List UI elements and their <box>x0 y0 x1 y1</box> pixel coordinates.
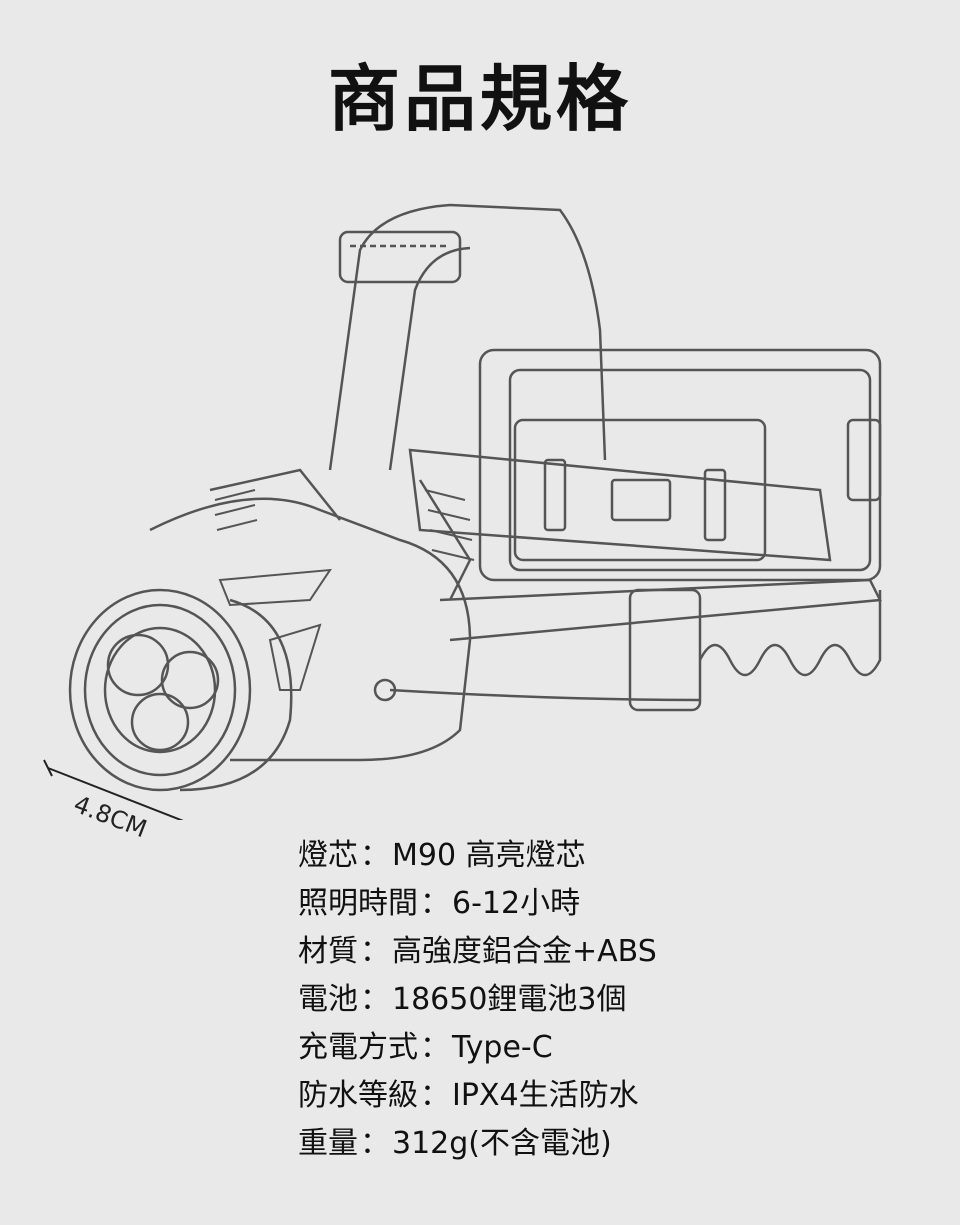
spec-value: 高強度鋁合金+ABS <box>392 934 657 969</box>
led-2 <box>160 650 220 710</box>
headlamp-illustration <box>43 203 882 820</box>
spec-value: 312g(不含電池) <box>392 1126 612 1161</box>
spec-row-waterproof: 防水等級：IPX4生活防水 <box>298 1078 639 1113</box>
rear-buckle <box>628 588 702 712</box>
spec-label: 燈芯 <box>298 838 358 873</box>
spec-row-runtime: 照明時間：6-12小時 <box>298 886 581 921</box>
spec-row-battery: 電池：18650鋰電池3個 <box>298 982 627 1017</box>
dimension-line <box>47 767 184 820</box>
spec-row-led: 燈芯：M90 高亮燈芯 <box>298 838 586 873</box>
led-1 <box>106 633 170 697</box>
spec-row-weight: 重量：312g(不含電池) <box>298 1126 612 1161</box>
spec-row-material: 材質：高強度鋁合金+ABS <box>298 934 657 969</box>
lens-ring <box>68 588 252 792</box>
spec-label: 防水等級 <box>298 1078 418 1113</box>
strap-buckle <box>338 230 462 284</box>
spec-value: Type-C <box>452 1030 553 1065</box>
spec-label: 充電方式 <box>298 1030 418 1065</box>
spec-row-charging: 充電方式：Type-C <box>298 1030 553 1065</box>
spec-label: 材質 <box>298 934 358 969</box>
spec-value: 6-12小時 <box>452 886 581 921</box>
page-title: 商品規格 <box>327 57 632 141</box>
spec-list: 燈芯：M90 高亮燈芯 照明時間：6-12小時 材質：高強度鋁合金+ABS 電池… <box>298 832 657 1168</box>
spec-label: 照明時間 <box>298 886 418 921</box>
charging-port <box>846 418 882 502</box>
battery-box <box>478 348 882 582</box>
spec-value: M90 高亮燈芯 <box>392 838 586 873</box>
spec-value: 18650鋰電池3個 <box>392 982 627 1017</box>
led-3 <box>130 692 190 752</box>
spec-value: IPX4生活防水 <box>452 1078 639 1113</box>
spec-label: 電池 <box>298 982 358 1017</box>
spec-label: 重量 <box>298 1126 358 1161</box>
